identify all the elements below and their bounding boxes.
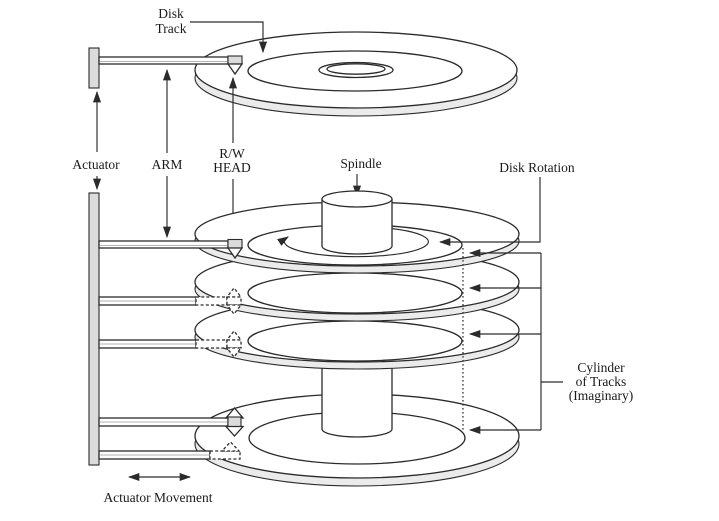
disk-track-label: Disk Track — [155, 6, 186, 36]
disk-rotation-label: Disk Rotation — [499, 160, 575, 175]
disk-track-arrow — [190, 21, 268, 54]
actuator-movement-label: Actuator Movement — [103, 490, 212, 505]
rotation-arc-arrow — [277, 227, 429, 258]
arm-4 — [98, 406, 245, 437]
rw-head-3 — [225, 329, 243, 359]
arm-label: ARM — [152, 157, 183, 172]
disk-track-line2: Track — [155, 21, 186, 36]
top-arm — [98, 56, 229, 65]
svg-text:ARM: ARM — [152, 157, 183, 172]
rw-head-line1: R/W — [219, 146, 245, 161]
arm-3 — [98, 329, 243, 359]
disk-track-line1: Disk — [158, 6, 184, 21]
cylinder-line2: of Tracks — [576, 374, 627, 389]
top-rw-head — [226, 55, 244, 76]
arm-1 — [98, 238, 244, 260]
cylinder-label: Cylinder of Tracks (Imaginary) — [569, 360, 633, 403]
cylinder-line1: Cylinder — [577, 360, 625, 375]
arm-2 — [98, 286, 243, 316]
actuator-label: Actuator — [72, 157, 120, 172]
spindle-shaft — [321, 366, 393, 438]
top-actuator — [88, 47, 100, 89]
cylinder-line3: (Imaginary) — [569, 388, 633, 403]
rw-head-2 — [225, 286, 243, 316]
svg-text:Actuator: Actuator — [72, 157, 120, 172]
svg-text:Actuator Movement: Actuator Movement — [103, 490, 212, 505]
rw-head-1 — [226, 238, 244, 260]
disk-rotation-arrow — [438, 177, 541, 247]
rw-head-label: R/W HEAD — [213, 146, 251, 175]
rw-head-4 — [224, 406, 245, 437]
actuator-shaft — [88, 192, 100, 466]
cylinder-bracket — [468, 248, 563, 435]
platter-stack — [194, 190, 520, 487]
top-actuator-assembly — [88, 47, 244, 89]
spindle-cylinder — [321, 190, 393, 255]
rw-head-5 — [220, 441, 241, 452]
rw-head-line2: HEAD — [213, 160, 251, 175]
top-disk — [194, 31, 518, 117]
top-disk-hub-inner — [326, 63, 386, 75]
spindle-label: Spindle — [340, 156, 381, 171]
arm-5 — [98, 441, 241, 460]
svg-text:Spindle: Spindle — [340, 156, 381, 171]
top-disk-track — [247, 50, 463, 92]
svg-text:Disk Rotation: Disk Rotation — [499, 160, 575, 175]
